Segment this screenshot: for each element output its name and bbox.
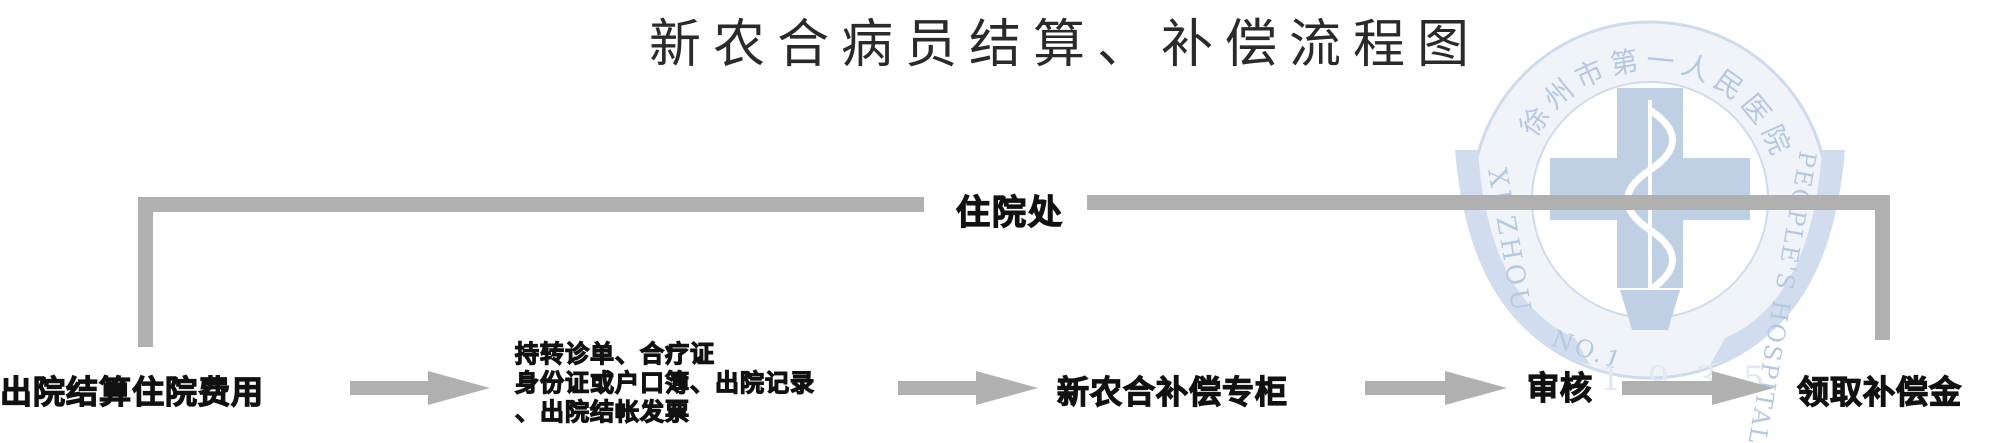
step-settle: 出院结算住院费用 bbox=[0, 372, 265, 411]
arrow-2-icon bbox=[898, 371, 1038, 405]
flow-arrows bbox=[350, 371, 1774, 405]
hub-label: 住院处 bbox=[955, 192, 1064, 233]
document-line-2: 身份证或户口簿、出院记录 bbox=[514, 368, 815, 397]
logo-base bbox=[1620, 290, 1680, 330]
connector-left-vertical bbox=[138, 197, 153, 347]
document-line-3: 、出院结帐发票 bbox=[514, 397, 690, 426]
step-collect: 领取补偿金 bbox=[1796, 372, 1963, 411]
arrow-3-icon bbox=[1365, 371, 1507, 405]
connector-right-vertical bbox=[1875, 195, 1890, 340]
step-documents: 持转诊单、合疗证 身份证或户口簿、出院记录 、出院结帐发票 bbox=[514, 339, 815, 427]
document-line-1: 持转诊单、合疗证 bbox=[514, 339, 715, 368]
step-counter: 新农合补偿专柜 bbox=[1056, 372, 1289, 411]
hospital-logo-watermark: 徐州市第一人民医院 XUZHOU PEOPLE'S HOSPITAL NO.1 … bbox=[1455, 20, 1845, 443]
connector-right-horizontal bbox=[1087, 195, 1890, 210]
diagram-title: 新农合病员结算、补偿流程图 bbox=[648, 15, 1481, 75]
connector-left-horizontal bbox=[138, 197, 924, 212]
step-review: 审核 bbox=[1526, 368, 1594, 407]
logo-left-ribbon bbox=[1455, 150, 1590, 365]
logo-right-ribbon bbox=[1710, 150, 1845, 365]
arrow-1-icon bbox=[350, 371, 490, 405]
hub-connector bbox=[138, 195, 1890, 347]
arrow-4-icon bbox=[1622, 371, 1774, 405]
